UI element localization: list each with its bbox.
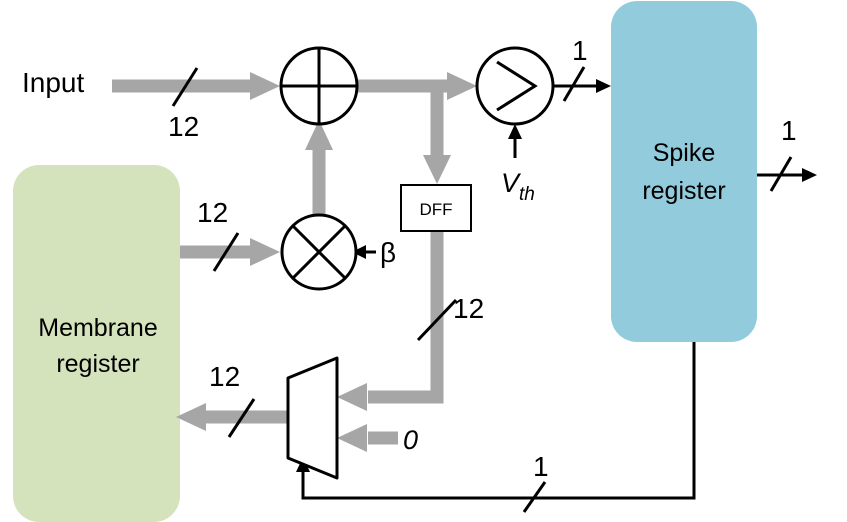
dff: DFF — [400, 184, 472, 232]
spike-output-bus-width: 1 — [781, 115, 797, 146]
input-bus-slash — [171, 67, 199, 107]
input-bus-width: 12 — [168, 111, 199, 142]
beta-label: β — [380, 237, 396, 268]
spike-register-box — [611, 1, 757, 342]
spike-output-arrowhead — [802, 168, 817, 182]
spike-feedback-wire — [301, 342, 696, 500]
spike-register-label-line1: Spike — [653, 139, 716, 167]
multiplier — [280, 213, 358, 291]
bus-width-slashes — [171, 66, 793, 513]
input-arrowhead — [250, 72, 280, 100]
vth-label-sub: th — [519, 184, 535, 205]
input-label: Input — [22, 67, 84, 98]
membrane-bus-width: 12 — [197, 197, 228, 228]
multiplexer — [286, 356, 339, 480]
vth-label-main: V — [501, 168, 522, 198]
comparator-circle — [475, 46, 555, 126]
membrane-bus-slash — [212, 232, 240, 272]
feedback-wire-slash — [522, 481, 547, 513]
adder-to-comparator-arrowhead — [447, 72, 477, 100]
spike-register: Spike register — [611, 1, 757, 342]
vth-label: Vth — [501, 168, 535, 205]
dff-box — [400, 184, 472, 232]
zero-to-mux-arrowhead — [337, 424, 367, 452]
dff-label: DFF — [419, 200, 452, 219]
multiplier-to-adder-arrowhead — [305, 120, 333, 150]
zero-label: 0 — [403, 425, 418, 455]
membrane-register: Membrane register — [13, 165, 180, 522]
comparator-to-spike-arrowhead — [596, 79, 611, 93]
multiplier-cross-b — [291, 224, 347, 280]
adder — [279, 46, 359, 126]
mux-to-membrane-arrowhead — [176, 403, 206, 431]
data-arrowheads — [176, 72, 477, 452]
membrane-register-box — [13, 165, 180, 522]
spike-output-slash — [769, 156, 793, 192]
comparator-bus-width: 1 — [572, 35, 588, 66]
dff-to-mux-arrowhead — [337, 383, 367, 411]
mux-out-bus-slash — [227, 398, 256, 438]
dff-to-mux-bus — [368, 232, 444, 404]
vth-arrowhead — [508, 124, 522, 139]
data-paths — [112, 79, 452, 445]
spike-register-label-line2: register — [642, 177, 725, 205]
membrane-to-multiplier-arrowhead — [250, 238, 280, 266]
dff-bus-slash — [416, 298, 458, 342]
beta-arrowhead — [352, 245, 366, 259]
comparator-symbol — [496, 60, 538, 112]
dff-bus-width: 12 — [453, 293, 484, 324]
comparator-wire-slash — [562, 66, 586, 102]
dff-input-arrowhead — [423, 155, 451, 184]
feedback-bus-width: 1 — [533, 451, 549, 482]
mux-out-bus-width: 12 — [209, 361, 240, 392]
membrane-register-label-line2: register — [56, 350, 139, 378]
membrane-register-label-line1: Membrane — [38, 314, 158, 342]
comparator — [475, 46, 555, 126]
